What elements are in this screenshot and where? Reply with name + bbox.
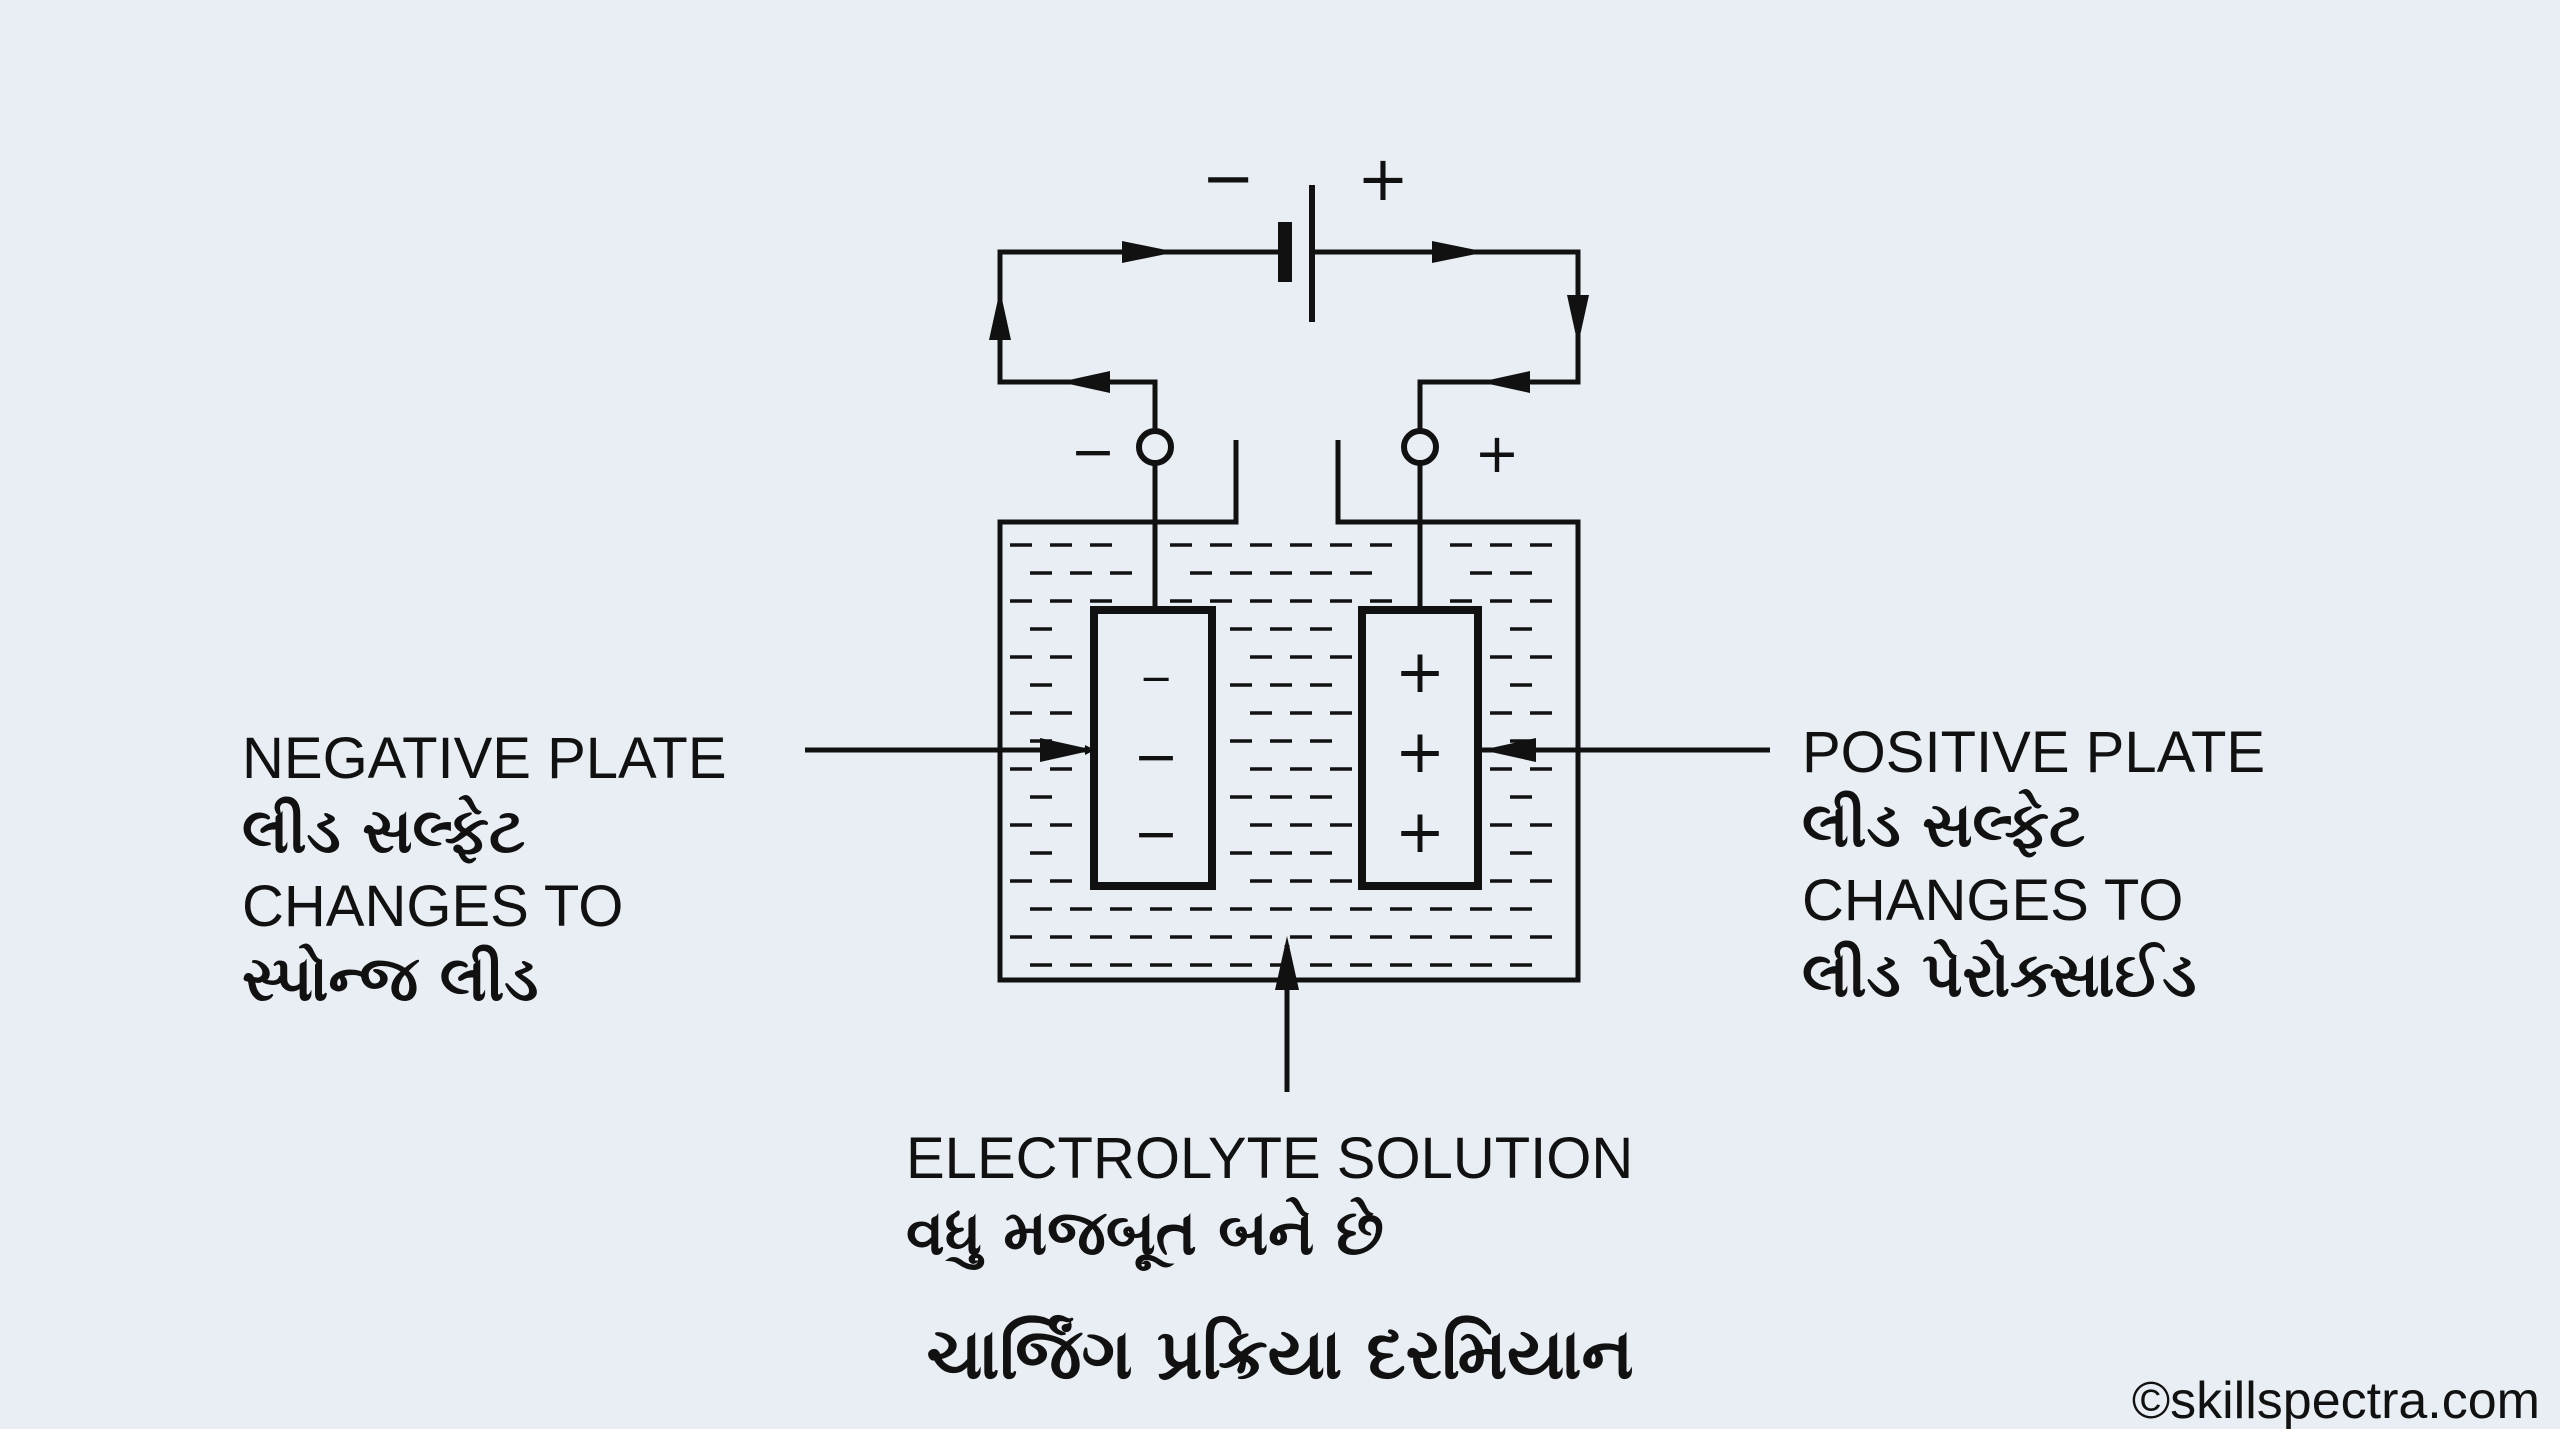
arrow-bottom-left: [1060, 371, 1110, 393]
negative-plate: [1090, 606, 1216, 890]
negative-plate-from: લીડ સલ્ફેટ: [242, 794, 525, 867]
negative-plate-to: સ્પોન્જ લીડ: [242, 942, 538, 1015]
electrolyte-state: વધુ મજબૂત બને છે: [906, 1196, 1384, 1271]
wire-left-path: [997, 249, 1285, 445]
negative-terminal: [1136, 428, 1174, 466]
positive-plate-changes: CHANGES TO: [1802, 868, 2183, 933]
positive-plate-from: લીડ સલ્ફેટ: [1802, 788, 2085, 861]
positive-terminal-sign: +: [1474, 422, 1519, 485]
negative-plate-changes: CHANGES TO: [242, 874, 623, 939]
battery-negative-plate: [1278, 222, 1292, 282]
electrolyte-label: ELECTROLYTE SOLUTION વધુ મજબૂત બને છે: [906, 1126, 1633, 1271]
arrow-bottom-right: [1480, 371, 1530, 393]
electrolyte-title: ELECTROLYTE SOLUTION: [906, 1126, 1633, 1191]
negative-plate-title: NEGATIVE PLATE: [242, 726, 727, 791]
positive-plate-sign-1: +: [1395, 637, 1445, 707]
negative-terminal-sign: −: [1070, 420, 1115, 483]
cell-container: [997, 440, 1581, 983]
arrow-top-right: [1432, 241, 1486, 263]
pointer-negative-plate-head: [1040, 738, 1094, 762]
pointer-electrolyte-head: [1275, 936, 1299, 990]
battery-positive-sign: +: [1357, 142, 1409, 215]
negative-plate-sign-1: −: [1139, 656, 1173, 702]
wire-right-path: [1312, 249, 1581, 445]
positive-plate-title: POSITIVE PLATE: [1802, 720, 2265, 785]
battery-negative-sign: −: [1201, 142, 1255, 216]
positive-plate-label: POSITIVE PLATE લીડ સલ્ફેટ CHANGES TO લીડ…: [1802, 720, 2265, 1011]
positive-plate-sign-3: +: [1395, 797, 1445, 867]
cell-terminals: − +: [1070, 420, 1520, 612]
diagram-caption: ચાર્જિંગ પ્રક્રિયા દરમિયાન: [926, 1313, 1633, 1395]
negative-plate-label: NEGATIVE PLATE લીડ સલ્ફેટ CHANGES TO સ્પ…: [242, 726, 727, 1015]
cell-plates: − − − + + +: [1090, 606, 1482, 890]
positive-plate-to: લીડ પેરોક્સાઈડ: [1802, 938, 2196, 1011]
arrow-left-up: [989, 290, 1011, 340]
arrow-right-down: [1567, 295, 1589, 345]
pointer-positive-plate-head: [1482, 738, 1536, 762]
positive-plate-sign-2: +: [1395, 717, 1445, 787]
positive-plate: [1358, 606, 1482, 890]
external-circuit: [997, 249, 1581, 445]
electrolyte-solution: [1010, 543, 1552, 967]
negative-plate-sign-2: −: [1133, 725, 1178, 788]
arrow-top-left: [1122, 241, 1176, 263]
negative-plate-sign-3: −: [1133, 802, 1178, 865]
pointer-arrows: [805, 738, 1770, 1092]
battery-symbol: − +: [1201, 142, 1409, 322]
current-arrows: [989, 241, 1589, 393]
container-wall-left: [997, 440, 1581, 983]
positive-terminal: [1401, 428, 1439, 466]
copyright-text: ©skillspectra.com: [2132, 1372, 2540, 1429]
